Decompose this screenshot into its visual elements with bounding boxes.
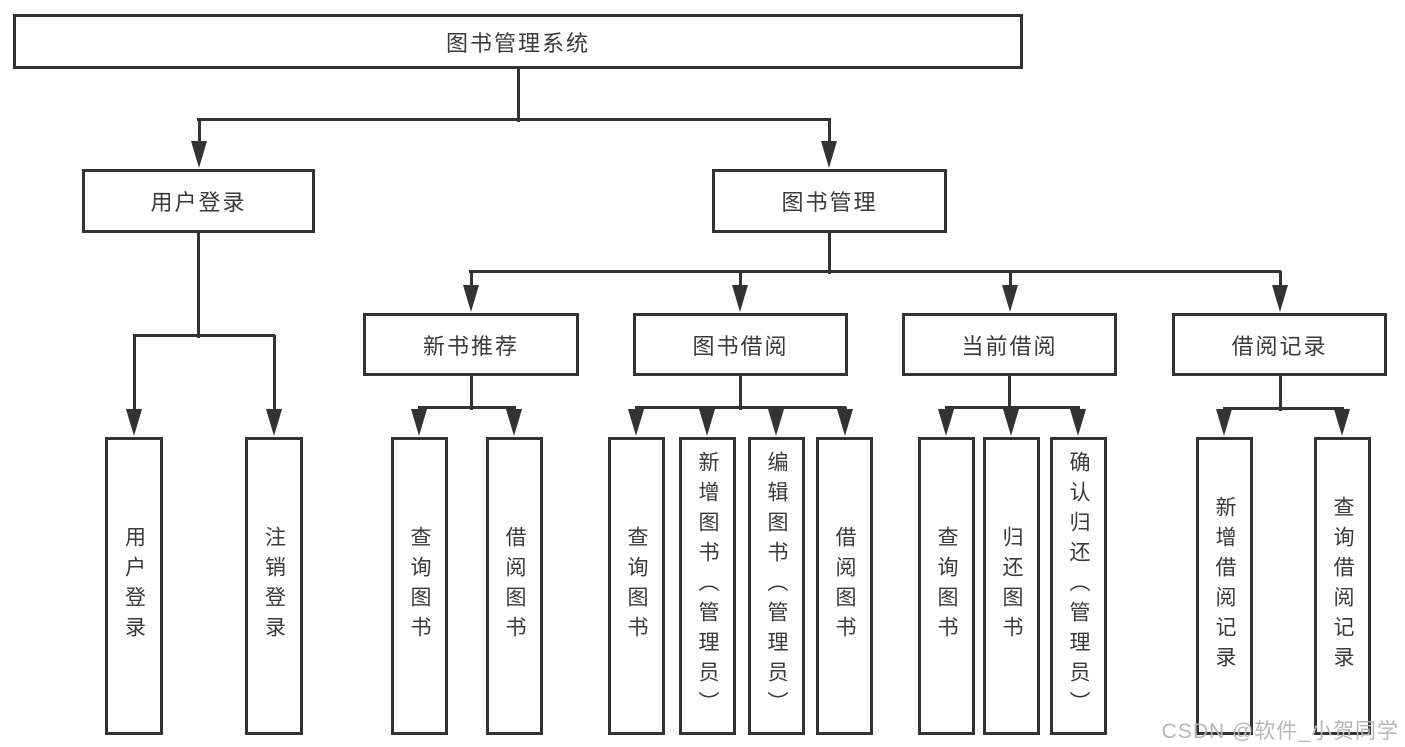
- leaf-user-login: 用户登录: [105, 437, 163, 735]
- node-user-login: 用户登录: [82, 169, 315, 233]
- arrowhead-down-icon: [190, 141, 207, 168]
- arrowhead-down-icon: [1271, 285, 1288, 312]
- node-label: 新增图书（管理员）: [696, 451, 719, 721]
- connector-stem-line: [1279, 376, 1282, 411]
- node-label: 借阅记录: [1231, 333, 1328, 359]
- leaf-return-books: 归还图书: [983, 437, 1040, 735]
- arrowhead-down-icon: [836, 409, 853, 436]
- leaf-confirm-return-admin: 确认归还（管理员）: [1050, 437, 1107, 735]
- arrowhead-down-icon: [265, 409, 282, 436]
- leaf-query-books-current: 查询图书: [918, 437, 975, 735]
- arrowhead-down-icon: [1001, 285, 1018, 312]
- arrowhead-down-icon: [410, 409, 427, 436]
- leaf-query-borrow-record: 查询借阅记录: [1314, 437, 1371, 735]
- connector-bus-line: [469, 270, 1281, 273]
- connector-drop-line: [273, 335, 276, 410]
- node-book-management: 图书管理: [712, 169, 947, 233]
- node-label: 查询图书: [625, 526, 648, 646]
- node-label: 图书管理系统: [445, 30, 590, 56]
- connector-stem-line: [739, 376, 742, 410]
- node-borrowing-records: 借阅记录: [1172, 313, 1387, 376]
- arrowhead-down-icon: [731, 285, 748, 312]
- connector-drop-line: [706, 407, 709, 410]
- node-label: 归还图书: [1000, 526, 1023, 646]
- connector-drop-line: [1010, 407, 1013, 410]
- node-label: 编辑图书（管理员）: [765, 451, 788, 721]
- node-label: 查询借阅记录: [1331, 496, 1354, 676]
- node-label: 新增借阅记录: [1213, 496, 1236, 676]
- leaf-borrow-books: 借阅图书: [816, 437, 873, 735]
- connector-stem-line: [517, 69, 520, 122]
- arrowhead-down-icon: [1069, 409, 1086, 436]
- arrowhead-down-icon: [627, 409, 644, 436]
- leaf-logout-login: 注销登录: [245, 437, 303, 735]
- arrowhead-down-icon: [1002, 409, 1019, 436]
- node-label: 查询图书: [408, 526, 431, 646]
- node-current-borrowing: 当前借阅: [902, 313, 1117, 376]
- connector-drop-line: [418, 407, 421, 410]
- leaf-borrow-books-recommend: 借阅图书: [486, 437, 543, 735]
- node-label: 新书推荐: [422, 333, 519, 359]
- node-label: 图书管理: [781, 190, 878, 215]
- connector-stem-line: [1008, 376, 1011, 410]
- connector-bus-line: [133, 334, 275, 337]
- leaf-edit-books-admin: 编辑图书（管理员）: [748, 437, 805, 735]
- connector-drop-line: [775, 407, 778, 410]
- connector-bus-line: [1223, 407, 1344, 410]
- connector-drop-line: [133, 335, 136, 410]
- connector-stem-line: [470, 376, 473, 410]
- node-label: 图书借阅: [692, 333, 789, 359]
- csdn-watermark: CSDN @软件_小贺同学: [1161, 720, 1399, 743]
- connector-bus-line: [635, 406, 846, 409]
- arrowhead-down-icon: [505, 409, 522, 436]
- connector-stem-line: [828, 233, 831, 274]
- connector-drop-line: [739, 271, 742, 286]
- connector-drop-line: [470, 271, 473, 286]
- arrowhead-down-icon: [767, 409, 784, 436]
- arrowhead-down-icon: [1333, 409, 1350, 436]
- node-label: 借阅图书: [503, 526, 526, 646]
- node-label: 当前借阅: [961, 333, 1058, 359]
- connector-drop-line: [828, 119, 831, 142]
- node-label: 用户登录: [122, 526, 146, 646]
- leaf-add-borrow-record: 新增借阅记录: [1196, 437, 1253, 735]
- connector-bus-line: [418, 406, 516, 409]
- node-library-management-system: 图书管理系统: [13, 14, 1023, 69]
- leaf-query-books-borrowing: 查询图书: [608, 437, 665, 735]
- arrowhead-down-icon: [462, 285, 479, 312]
- connector-stem-line: [197, 233, 200, 338]
- connector-drop-line: [1077, 407, 1080, 410]
- arrowhead-down-icon: [698, 409, 715, 436]
- connector-drop-line: [844, 407, 847, 410]
- node-label: 注销登录: [262, 526, 286, 646]
- node-new-book-recommendation: 新书推荐: [363, 313, 579, 376]
- node-label: 查询图书: [935, 526, 958, 646]
- connector-drop-line: [945, 407, 948, 410]
- connector-drop-line: [1009, 271, 1012, 286]
- node-label: 借阅图书: [833, 526, 856, 646]
- node-book-borrowing: 图书借阅: [633, 313, 848, 376]
- connector-drop-line: [198, 119, 201, 142]
- connector-drop-line: [635, 407, 638, 410]
- leaf-query-books-recommend: 查询图书: [391, 437, 448, 735]
- arrowhead-down-icon: [125, 409, 142, 436]
- leaf-add-books-admin: 新增图书（管理员）: [679, 437, 736, 735]
- arrowhead-down-icon: [1215, 409, 1232, 436]
- connector-bus-line: [197, 118, 831, 121]
- node-label: 用户登录: [150, 190, 247, 215]
- node-label: 确认归还（管理员）: [1067, 451, 1090, 721]
- arrowhead-down-icon: [937, 409, 954, 436]
- connector-drop-line: [1279, 271, 1282, 286]
- arrowhead-down-icon: [820, 141, 837, 168]
- connector-drop-line: [513, 407, 516, 410]
